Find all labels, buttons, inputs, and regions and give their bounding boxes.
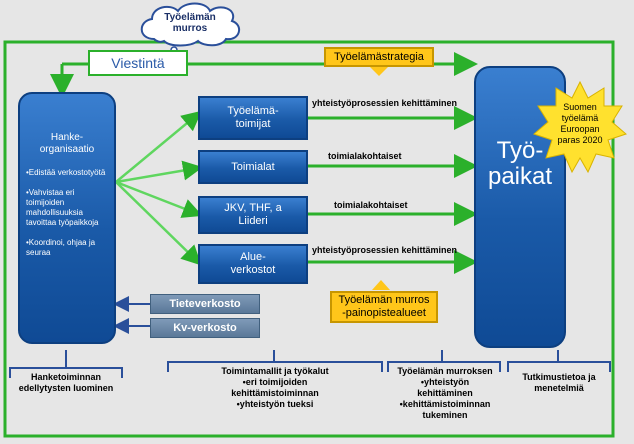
strategy-arrow-icon <box>370 67 388 76</box>
bracket-2 <box>167 350 383 372</box>
branch-label-1: yhteistyöprosessien kehittäminen <box>312 98 458 108</box>
hanke-item-1: •Edistää verkostotyötä <box>26 168 106 177</box>
actor-box-alueverkostot: Alue- verkostot <box>198 244 308 284</box>
network-box-tieteverkosto: Tieteverkosto <box>150 294 260 314</box>
actor-box-jkv: JKV, THF, a Liideri <box>198 196 308 234</box>
cloud-text: Työelämän murros <box>164 12 216 34</box>
actor-box-toimialat: Toimialat <box>198 150 308 184</box>
branch-label-4: yhteistyöprosessien kehittäminen <box>312 245 458 255</box>
hanke-title: Hanke- organisaatio <box>39 132 95 155</box>
hanke-item-3: •Koordinoi, ohjaa ja seuraa <box>26 238 96 257</box>
murros-arrow-icon <box>372 280 390 290</box>
caption-2: Toimintamallit ja työkalut •eri toimijoi… <box>221 366 329 409</box>
outer-frame <box>3 40 615 438</box>
caption-3: Työelämän murroksen •yhteistyön kehittäm… <box>397 366 493 420</box>
bracket-1 <box>9 350 123 378</box>
network-box-kv-verkosto: Kv-verkosto <box>150 318 260 338</box>
hanke-item-2: •Vahvistaa eri toimijoiden mahdollisuuks… <box>26 188 99 227</box>
hanke-organisaatio-box: Hanke- organisaatio •Edistää verkostotyö… <box>18 92 116 344</box>
viestinta-box: Viestintä <box>88 50 188 76</box>
actor-box-tyoelamatoimijat: Työelämä- toimijat <box>198 96 308 140</box>
cloud-shape: Työelämän murros <box>134 1 246 57</box>
branch-label-3: toimialakohtaiset <box>334 200 408 210</box>
caption-1: Hanketoiminnan edellytysten luominen <box>18 372 114 393</box>
bracket-4 <box>507 350 611 372</box>
caption-4: Tutkimustietoa ja menetelmiä <box>522 372 596 393</box>
fan-arrow-2 <box>115 160 203 184</box>
fan-arrow-1 <box>115 110 202 183</box>
fan-arrow-4 <box>115 181 202 266</box>
murros-box: Työelämän murros -painopistealueet <box>330 291 438 323</box>
goal-text: Suomen työelämä Euroopan paras 2020 <box>557 102 603 145</box>
goal-starburst: Suomen työelämä Euroopan paras 2020 <box>532 80 628 176</box>
bracket-3 <box>387 350 501 372</box>
fan-arrow-3 <box>115 180 203 218</box>
branch-label-2: toimialakohtaiset <box>328 151 402 161</box>
strategy-box: Työelämästrategia <box>324 47 434 67</box>
